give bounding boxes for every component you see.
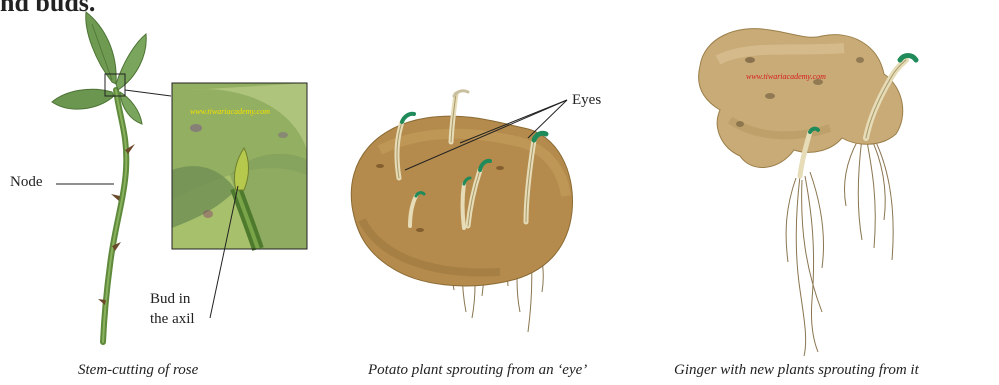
rose-thorn xyxy=(111,194,120,201)
caption-rose: Stem-cutting of rose xyxy=(78,362,198,379)
potato-illustration xyxy=(351,91,572,332)
watermark-ginger: www.tiwariacademy.com xyxy=(746,72,826,81)
rose-thorn xyxy=(98,299,106,305)
rose-leaf xyxy=(116,34,146,90)
potato-eye-spot xyxy=(376,164,384,168)
potato-eye-spot xyxy=(496,166,504,170)
caption-ginger: Ginger with new plants sprouting from it xyxy=(674,362,919,379)
watermark-rose: www.tiwariacademy.com xyxy=(190,107,270,116)
label-eyes: Eyes xyxy=(572,92,601,109)
caption-potato: Potato plant sprouting from an ‘eye’ xyxy=(368,362,587,379)
label-node: Node xyxy=(10,174,43,191)
label-bud-line2: the axil xyxy=(150,311,195,328)
label-bud-line1: Bud in xyxy=(150,291,190,308)
potato-eye-spot xyxy=(416,228,424,232)
